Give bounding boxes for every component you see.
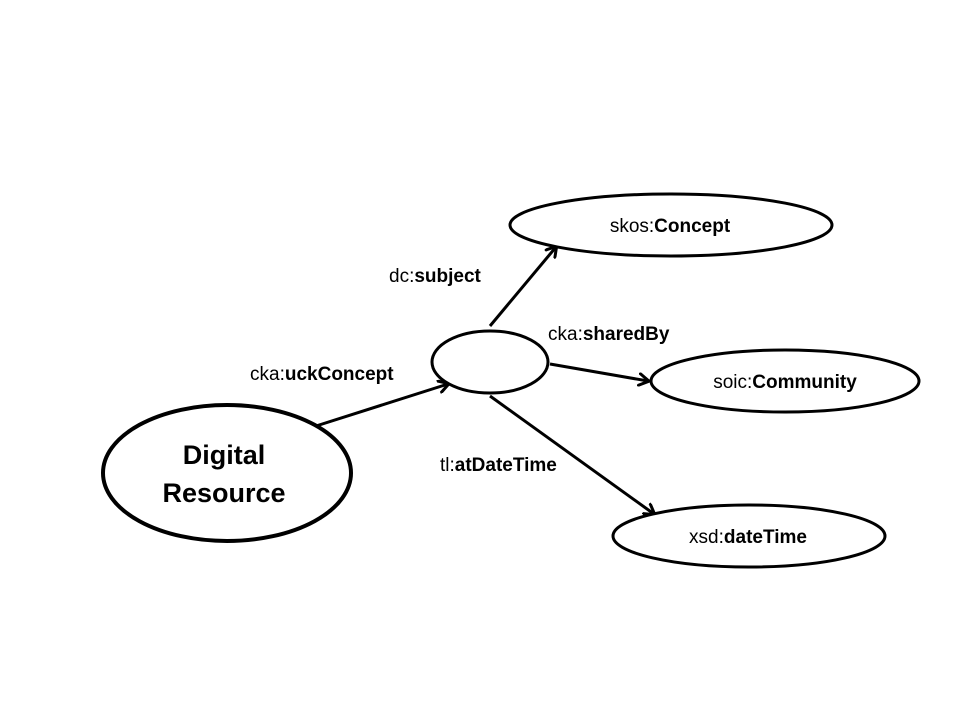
edge-subject-prefix: dc: bbox=[389, 266, 414, 287]
node-soic-community bbox=[649, 348, 921, 414]
node-skos-concept-name: Concept bbox=[654, 216, 731, 237]
node-xsd-datetime-prefix: xsd: bbox=[689, 527, 724, 548]
node-digital-resource-label-line2: Resource bbox=[162, 478, 285, 508]
edge-at-date-time-name: atDateTime bbox=[455, 455, 557, 476]
edge-at-date-time bbox=[489, 394, 654, 514]
edge-uck-concept-name: uckConcept bbox=[285, 364, 394, 385]
node-skos-concept bbox=[508, 192, 834, 258]
node-digital-resource bbox=[101, 403, 353, 543]
edge-subject-label: dc:subject bbox=[389, 266, 482, 287]
edge-subject-name: subject bbox=[414, 266, 481, 287]
node-soic-community-prefix: soic: bbox=[713, 372, 752, 393]
edge-at-date-time-prefix: tl: bbox=[440, 455, 455, 476]
node-soic-community-name: Community bbox=[752, 372, 857, 393]
edge-uck-concept bbox=[315, 384, 448, 428]
node-skos-concept-label: skos:Concept bbox=[610, 216, 731, 237]
node-skos-concept-prefix: skos: bbox=[610, 216, 654, 237]
edge-shared-by-prefix: cka: bbox=[548, 324, 583, 345]
edge-shared-by-label: cka:sharedBy bbox=[548, 324, 670, 345]
edge-shared-by-name: sharedBy bbox=[583, 324, 670, 345]
node-blank bbox=[430, 329, 550, 395]
node-xsd-datetime bbox=[611, 503, 887, 569]
edge-shared-by bbox=[549, 362, 648, 381]
node-xsd-datetime-label: xsd:dateTime bbox=[689, 527, 807, 548]
node-digital-resource-label-line1: Digital bbox=[183, 440, 266, 470]
edge-subject bbox=[488, 247, 556, 327]
edge-uck-concept-prefix: cka: bbox=[250, 364, 285, 385]
node-soic-community-label: soic:Community bbox=[713, 372, 857, 393]
node-xsd-datetime-name: dateTime bbox=[724, 527, 807, 548]
edge-uck-concept-label: cka:uckConcept bbox=[250, 364, 394, 385]
edge-at-date-time-label: tl:atDateTime bbox=[440, 455, 557, 476]
